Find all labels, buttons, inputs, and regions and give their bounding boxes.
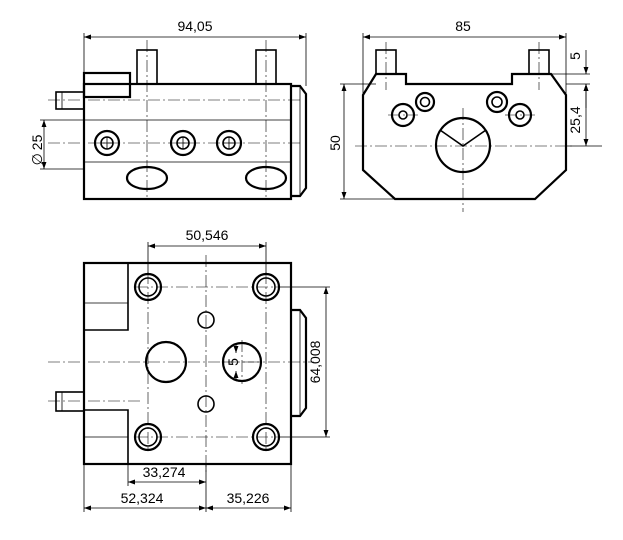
dim-side-height: 50 (327, 135, 343, 151)
dim-side-top-offset: 5 (567, 52, 583, 60)
dim-side-width: 85 (455, 18, 471, 34)
dim-front-diameter: 25 (29, 134, 45, 150)
front-side-pin (55, 91, 85, 110)
dim-front-width: 94,05 (177, 18, 212, 34)
dim-top-offset-right: 35,226 (227, 490, 270, 506)
dim-top-hole-spacing: 50,546 (186, 227, 229, 243)
side-view: 85 50 5 25,4 (327, 18, 602, 212)
dim-top-slot-width: 5 (225, 358, 241, 366)
svg-text:∅25: ∅ 25 (29, 134, 45, 165)
top-side-pin (55, 391, 85, 412)
top-left-block-upper (84, 262, 129, 331)
dim-side-hole-height: 25,4 (567, 106, 583, 133)
top-large-hole (144, 340, 188, 384)
diameter-symbol: ∅ (29, 153, 45, 165)
top-flange (291, 308, 308, 418)
front-top-block (82, 71, 132, 99)
front-view: 94,05 ∅ 25 (29, 18, 308, 201)
dim-top-offset-left: 52,324 (121, 490, 164, 506)
top-left-block-lower (84, 409, 129, 464)
top-body (82, 261, 293, 466)
side-screw-left (414, 91, 436, 113)
top-view: 50,546 64,008 5 33,274 52,324 35,226 (48, 227, 330, 512)
side-screw-right (485, 90, 509, 114)
dim-top-vertical-spacing: 64,008 (307, 340, 323, 383)
front-flange (291, 84, 308, 198)
side-body (361, 72, 568, 201)
front-body (82, 82, 293, 201)
dim-top-offset-inner: 33,274 (143, 464, 186, 480)
